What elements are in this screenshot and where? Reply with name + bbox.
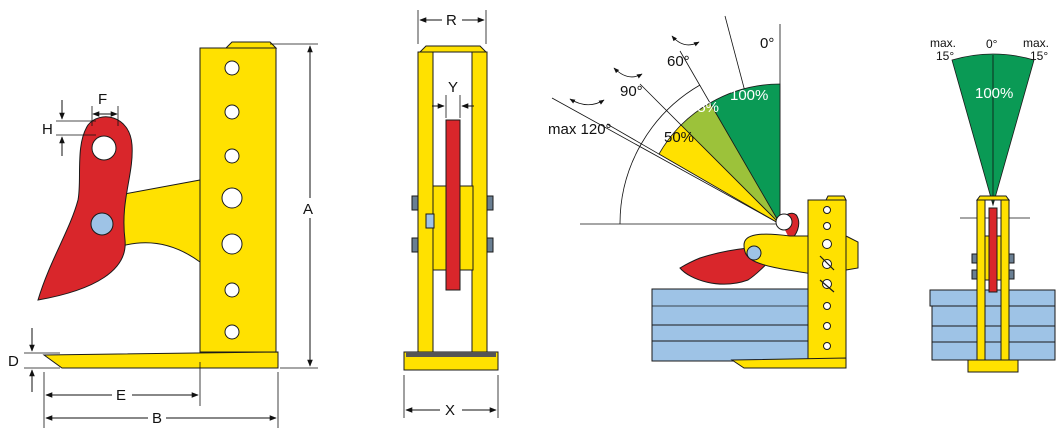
dim-label-h: H (42, 121, 53, 138)
steel-plates (651, 288, 813, 362)
angle-label-60: 60° (667, 53, 690, 70)
front-top-cap (418, 45, 488, 53)
tilt-left-deg: 15° (936, 49, 954, 63)
side-base-plate (42, 351, 279, 369)
tilt-diagram: 100% max. 15° 0° max. 15° (929, 36, 1056, 373)
sector-50 (658, 124, 781, 225)
tilt-steel-plates (929, 289, 1056, 361)
tilt-right-deg: 15° (1030, 49, 1048, 63)
angle-label-120: max 120° (548, 121, 612, 138)
sector-label-100: 100% (730, 87, 768, 104)
dim-label-e: E (116, 387, 126, 404)
dim-label-y: Y (448, 79, 458, 96)
sector-label-50: 50% (664, 129, 694, 146)
front-left-plate (417, 51, 434, 358)
side-hole (224, 282, 240, 298)
side-hole (224, 324, 240, 340)
tilt-left-max: max. (930, 36, 956, 50)
side-cam-hole (91, 135, 117, 161)
dim-label-b: B (152, 410, 162, 427)
tilt-red-cam (988, 207, 998, 293)
front-red-cam (445, 119, 461, 291)
dim-label-x: X (445, 402, 455, 419)
tilt-center-deg: 0° (986, 37, 998, 51)
side-column-top (224, 41, 278, 49)
tilt-left-plate (976, 199, 986, 361)
side-hole (224, 104, 240, 120)
dim-label-a: A (303, 201, 313, 218)
side-hole (224, 148, 240, 164)
sector-label-75: 75% (689, 99, 719, 116)
side-hole (224, 60, 240, 76)
tilt-right-plate (1000, 199, 1010, 361)
angle-lever-arm (743, 233, 813, 275)
dim-label-d: D (8, 353, 19, 370)
front-right-plate (471, 51, 488, 358)
dim-label-f: F (98, 91, 107, 108)
side-hole (221, 187, 243, 209)
angle-label-90: 90° (620, 83, 643, 100)
angle-diagram: 100% 75% 50% 0° 60° 90° max 120° (548, 15, 859, 369)
tilt-right-max: max. (1023, 36, 1049, 50)
front-view: R Y X (403, 10, 499, 419)
side-view: A B E D F H (8, 41, 318, 428)
side-hole (221, 233, 243, 255)
side-red-cam (37, 116, 133, 301)
dim-label-r: R (446, 12, 457, 29)
angle-label-0: 0° (760, 35, 774, 52)
side-pivot-pin (90, 212, 114, 236)
tilt-sector-label: 100% (975, 85, 1013, 102)
